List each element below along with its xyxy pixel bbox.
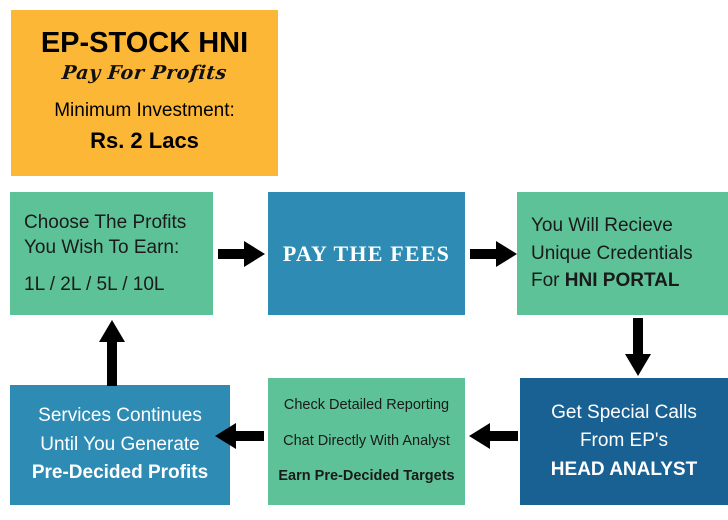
services-line-1: Services Continues: [38, 405, 202, 427]
step-reporting-and-chat: Check Detailed Reporting Chat Directly W…: [268, 378, 465, 505]
arrow-left-icon: [469, 423, 518, 449]
step-services-continue: Services Continues Until You Generate Pr…: [10, 385, 230, 505]
credentials-line-1: You Will Recieve: [531, 215, 673, 237]
arrow-right-icon: [470, 241, 517, 267]
choose-line-1: Choose The Profits: [24, 211, 187, 233]
choose-amount-options: 1L / 2L / 5L / 10L: [24, 274, 165, 296]
arrow-left-icon: [215, 423, 264, 449]
reporting-line-1: Check Detailed Reporting: [283, 397, 450, 414]
calls-line-3: HEAD ANALYST: [550, 458, 698, 480]
pay-the-fees-label: PAY THE FEES: [282, 240, 451, 266]
services-line-2: Until You Generate: [40, 433, 200, 455]
reporting-line-3: Earn Pre-Decided Targets: [278, 468, 455, 485]
credentials-line-3-prefix: For: [531, 270, 565, 292]
header-panel: EP-STOCK HNI Pay For Profits Minimum Inv…: [11, 10, 278, 176]
arrow-down-icon: [625, 318, 651, 376]
minimum-investment-label: Minimum Investment:: [54, 99, 235, 121]
choose-line-2: You Wish To Earn:: [24, 236, 180, 258]
step-pay-the-fees: PAY THE FEES: [268, 192, 465, 315]
step-choose-profits: Choose The Profits You Wish To Earn: 1L …: [10, 192, 213, 315]
credentials-line-2: Unique Credentials: [531, 242, 693, 264]
step-special-calls: Get Special Calls From EP's HEAD ANALYST: [520, 378, 728, 505]
hni-portal-label: HNI PORTAL: [564, 270, 680, 292]
page-title: EP-STOCK HNI: [40, 26, 249, 59]
step-receive-credentials: You Will Recieve Unique Credentials For …: [517, 192, 728, 315]
calls-line-2: From EP's: [579, 430, 669, 452]
calls-line-1: Get Special Calls: [551, 401, 697, 423]
reporting-line-2: Chat Directly With Analyst: [283, 432, 450, 449]
header-tagline: Pay For Profits: [60, 61, 229, 84]
services-line-3: Pre-Decided Profits: [31, 462, 209, 484]
arrow-right-icon: [218, 241, 265, 267]
minimum-investment-value: Rs. 2 Lacs: [90, 128, 199, 154]
arrow-up-icon: [99, 320, 125, 386]
credentials-line-3: For HNI PORTAL: [531, 267, 679, 295]
